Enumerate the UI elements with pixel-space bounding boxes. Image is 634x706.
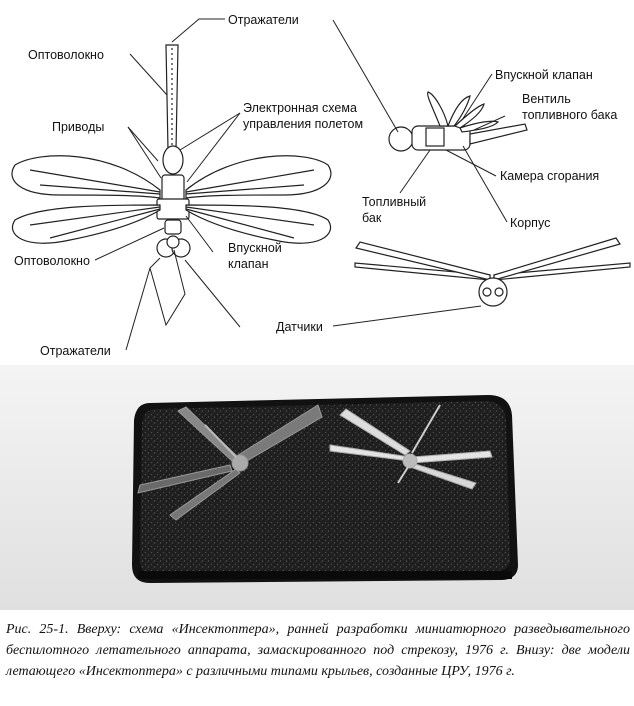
label-fiber-bottom: Оптоволокно <box>14 254 90 268</box>
label-electronics-line2: управления полетом <box>243 117 363 131</box>
insectothopter-diagram: Отражатели Оптоволокно Электронная схема… <box>11 13 631 358</box>
label-intake-valve-left-line2: клапан <box>228 257 269 271</box>
label-electronics-line1: Электронная схема <box>243 101 357 115</box>
label-sensors: Датчики <box>276 320 323 334</box>
label-fuel-valve-line1: Вентиль <box>522 92 571 106</box>
photo-section <box>0 365 634 610</box>
label-fuel-tank-line1: Топливный <box>362 195 426 209</box>
label-fiber-top: Оптоволокно <box>28 48 104 62</box>
label-fuel-tank-line2: бак <box>362 211 382 225</box>
label-fuel-valve-line2: топливного бака <box>522 108 617 122</box>
dragonfly-top-view <box>11 44 332 258</box>
dragonfly-side-view <box>388 91 528 152</box>
label-combustion-chamber: Камера сгорания <box>500 169 599 183</box>
label-reflectors-bottom: Отражатели <box>40 344 111 358</box>
leader-lines <box>94 18 508 351</box>
label-body: Корпус <box>510 216 550 230</box>
label-intake-valve-left-line1: Впускной <box>228 241 282 255</box>
label-reflectors-top: Отражатели <box>228 13 299 27</box>
label-intake-valve-right: Впускной клапан <box>495 68 593 82</box>
dragonfly-front-view <box>354 237 631 307</box>
label-actuators: Приводы <box>52 120 104 134</box>
figure-caption: Рис. 25-1. Вверху: схема «Инсектоптера»,… <box>6 622 630 679</box>
photo-two-models <box>0 365 634 610</box>
